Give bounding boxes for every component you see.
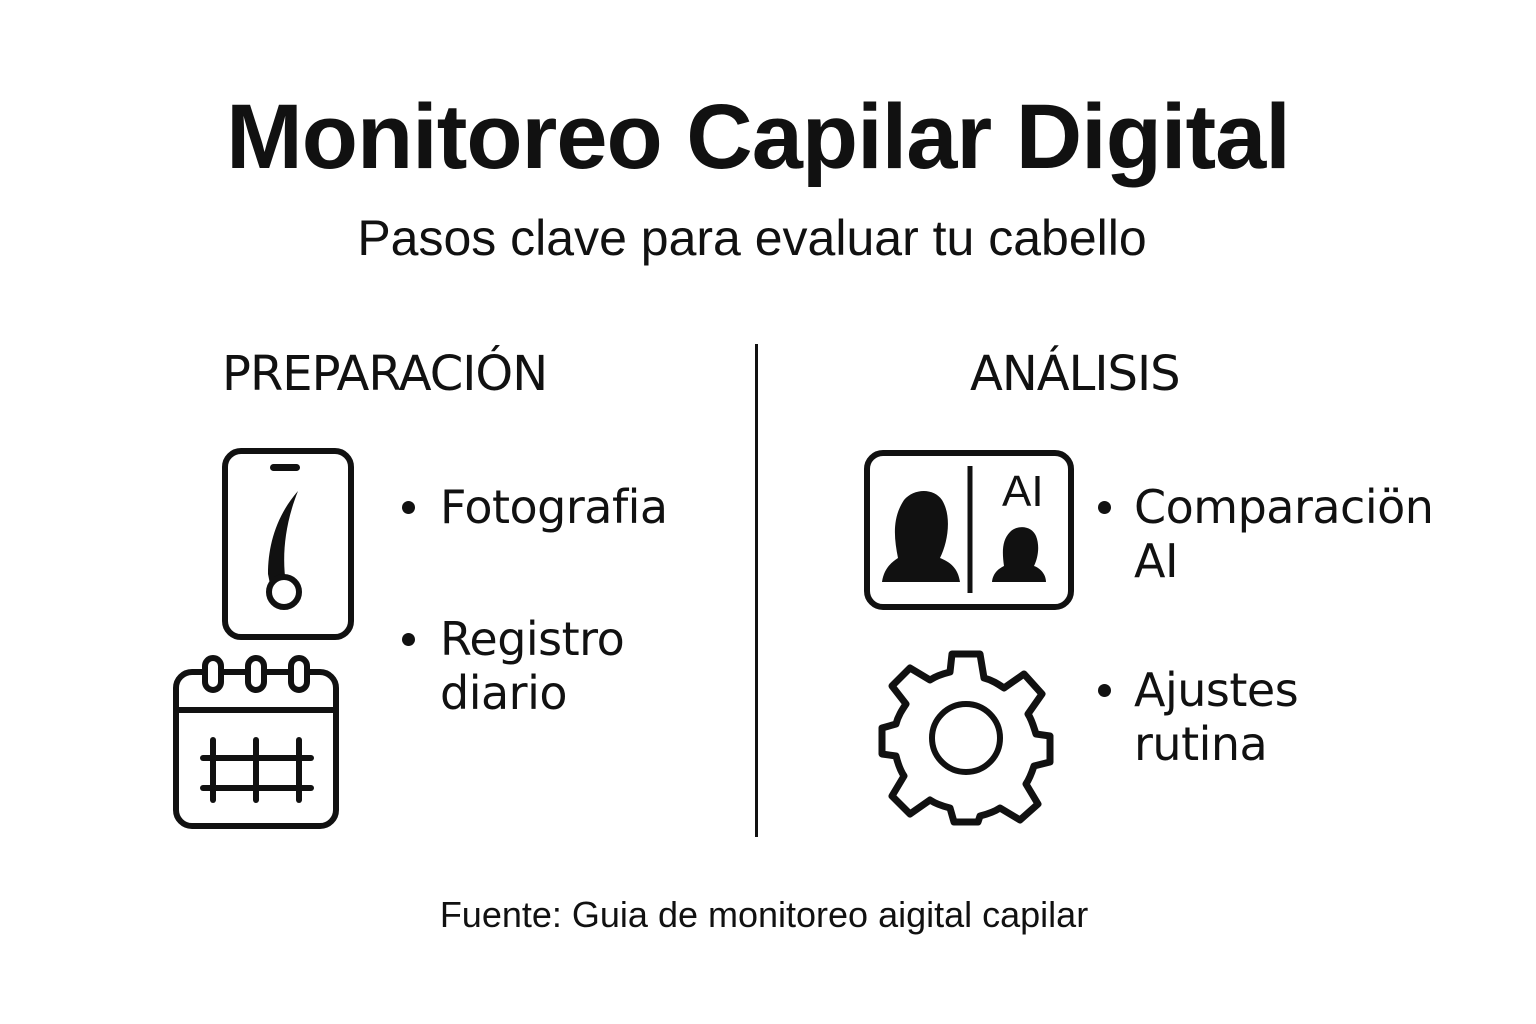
bullet-dot — [402, 633, 415, 646]
calendar-icon — [170, 650, 342, 832]
bullet-text: Fotografia — [440, 480, 668, 534]
section-title-preparacion: PREPARACIÓN — [222, 346, 548, 402]
ai-comparison-icon: AI — [862, 448, 1076, 612]
phone-hair-icon — [220, 446, 356, 642]
page-title: Monitoreo Capilar Digital — [226, 86, 1291, 188]
bullet-dot — [402, 501, 415, 514]
ai-badge-text: AI — [1002, 467, 1044, 516]
section-divider — [755, 344, 758, 837]
source-footer: Fuente: Guia de monitoreo aigital capila… — [439, 894, 1089, 935]
gear-icon — [874, 644, 1058, 828]
section-title-analisis: ANÁLISIS — [970, 346, 1181, 402]
bullet-dot — [1098, 684, 1111, 697]
bullet-dot — [1098, 501, 1111, 514]
bullet-text: Registro diario — [440, 612, 625, 720]
page-subtitle: Pasos clave para evaluar tu cabello — [357, 210, 1147, 266]
bullet-text: Comparaciön AI — [1134, 480, 1434, 588]
bullet-text: Ajustes rutina — [1134, 663, 1299, 771]
